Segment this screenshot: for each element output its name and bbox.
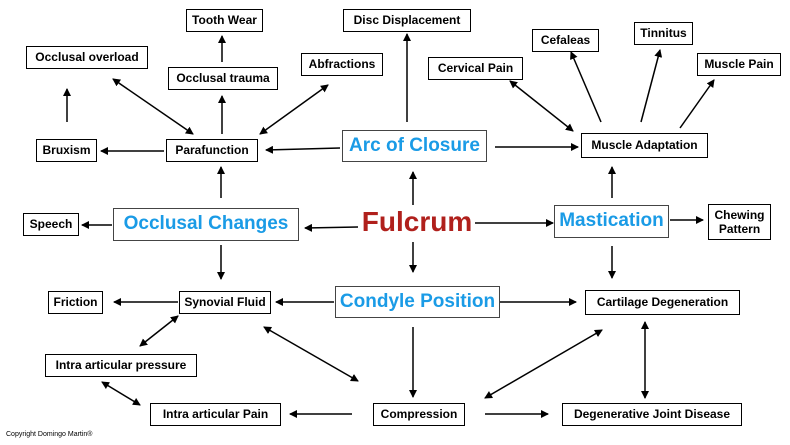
node-intra-articular-pain: Intra articular Pain [150, 403, 281, 426]
node-cervical-pain: Cervical Pain [428, 57, 523, 80]
node-friction: Friction [48, 291, 103, 314]
node-cartilage-degeneration: Cartilage Degeneration [585, 290, 740, 315]
node-disc-displacement: Disc Displacement [343, 9, 471, 32]
arrow-parafunction-to-overload [112, 78, 194, 135]
node-cefaleas: Cefaleas [532, 29, 599, 52]
node-muscle-adaptation: Muscle Adaptation [581, 133, 708, 158]
node-condyle-position: Condyle Position [335, 286, 500, 318]
arrow-compression-to-cartilage [484, 329, 603, 399]
node-chewing-pattern: Chewing Pattern [708, 204, 771, 240]
node-occlusal-changes: Occlusal Changes [113, 208, 299, 241]
node-arc-of-closure: Arc of Closure [342, 130, 487, 162]
node-synovial-fluid: Synovial Fluid [179, 291, 271, 314]
node-mastication: Mastication [554, 205, 669, 238]
node-parafunction: Parafunction [166, 139, 258, 162]
node-muscle-pain: Muscle Pain [697, 53, 781, 76]
node-occlusal-overload: Occlusal overload [26, 46, 148, 69]
node-abfractions: Abfractions [301, 53, 383, 76]
node-degenerative-joint-disease: Degenerative Joint Disease [562, 403, 742, 426]
arrow-pressure-to-pain [101, 381, 141, 406]
arrow-muscle-to-tinnitus [640, 49, 663, 123]
node-occlusal-trauma: Occlusal trauma [168, 67, 278, 90]
arrow-muscle-to-cefaleas [570, 51, 602, 123]
copyright-text: Copyright Domingo Martin® [6, 431, 93, 438]
node-tinnitus: Tinnitus [634, 22, 693, 45]
arrow-arc-to-parafunction [265, 145, 341, 154]
node-intra-articular-pressure: Intra articular pressure [45, 354, 197, 377]
arrow-muscle-to-muscle-pain [679, 79, 715, 129]
node-bruxism: Bruxism [36, 139, 97, 162]
node-tooth-wear: Tooth Wear [186, 9, 263, 32]
center-node-fulcrum: Fulcrum [361, 206, 473, 237]
arrow-synovial-to-pressure [139, 315, 179, 347]
arrow-muscle-to-cervical [509, 80, 574, 132]
arrow-fulcrum-to-occlusal-changes [304, 223, 359, 232]
arrow-synovial-to-compression [263, 326, 359, 382]
node-speech: Speech [23, 213, 79, 236]
arrow-parafunction-to-abfractions [259, 84, 329, 135]
node-compression: Compression [373, 403, 465, 426]
